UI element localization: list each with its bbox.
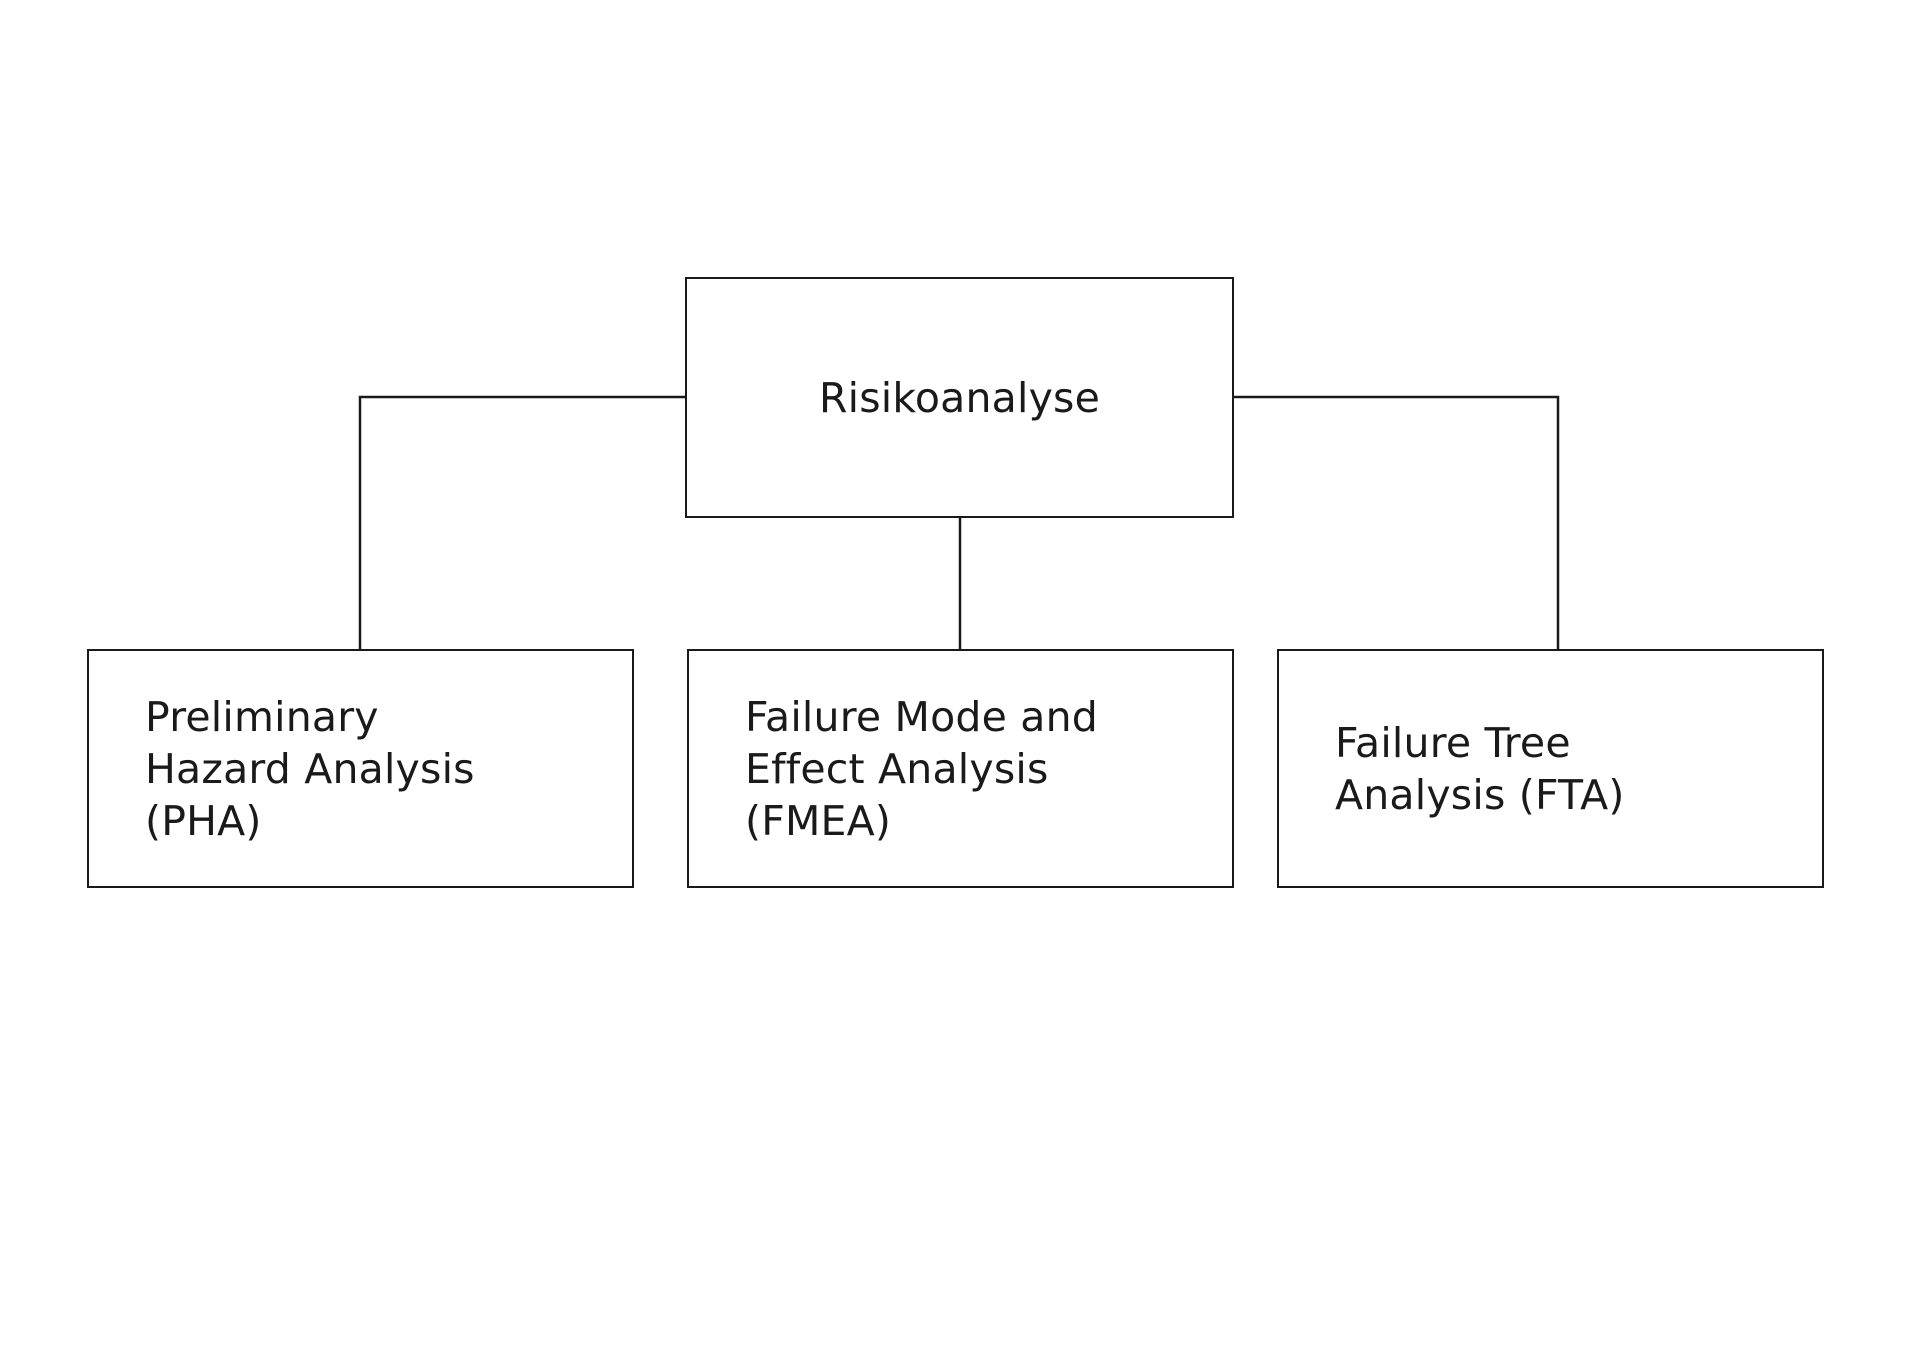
node-label-risikoanalyse: Risikoanalyse — [818, 373, 1101, 422]
node-label-failure-tree-analysis: Failure Tree Analysis (FTA) — [1335, 718, 1625, 819]
node-label-preliminary-hazard-analysis: Preliminary Hazard Analysis (PHA) — [145, 692, 475, 845]
node-risikoanalyse[interactable]: Risikoanalyse — [685, 277, 1234, 518]
node-preliminary-hazard-analysis[interactable]: Preliminary Hazard Analysis (PHA) — [87, 649, 634, 888]
node-label-failure-mode-and-effect-analysis: Failure Mode and Effect Analysis (FMEA) — [745, 692, 1099, 845]
node-failure-tree-analysis[interactable]: Failure Tree Analysis (FTA) — [1277, 649, 1824, 888]
connector-root-to-fta — [1234, 395, 1560, 649]
node-failure-mode-and-effect-analysis[interactable]: Failure Mode and Effect Analysis (FMEA) — [687, 649, 1234, 888]
connector-root-to-pha — [358, 395, 685, 649]
